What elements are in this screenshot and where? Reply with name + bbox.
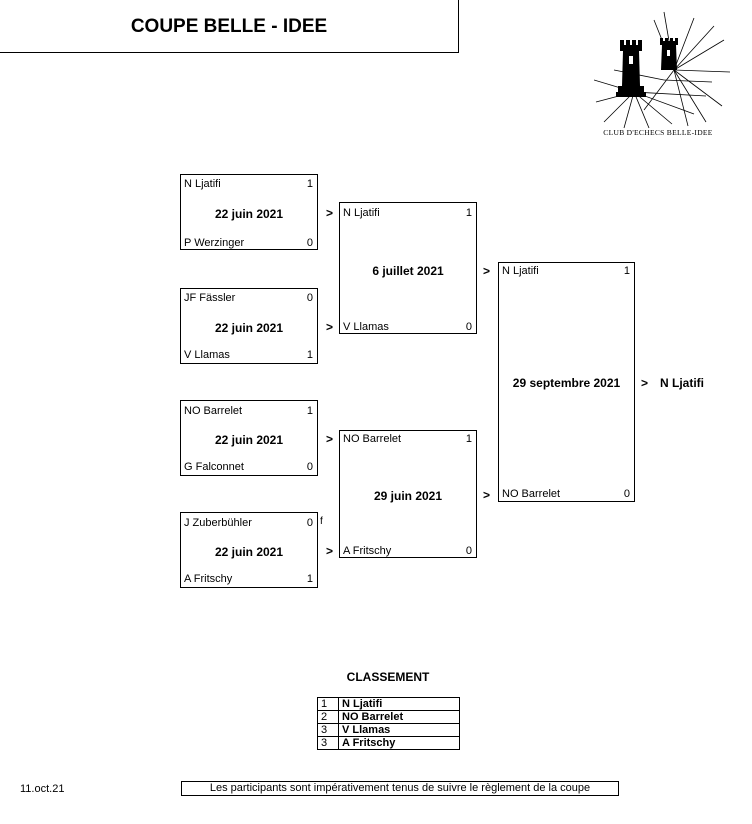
match-r2-2: NO Barrelet 1 29 juin 2021 A Fritschy 0	[339, 430, 477, 558]
match-date: 29 septembre 2021	[512, 376, 621, 390]
name-cell: N Ljatifi	[338, 697, 460, 711]
player-name: V Llamas	[184, 349, 230, 361]
ranking-table: 1 N Ljatifi 2 NO Barrelet 3 V Llamas 3 A…	[317, 697, 460, 750]
bracket-arrow: >	[483, 264, 491, 278]
page-title: COUPE BELLE - IDEE	[130, 16, 328, 37]
table-row: 3 V Llamas	[317, 723, 460, 737]
title-box	[0, 0, 459, 53]
player-name: N Ljatifi	[502, 265, 539, 277]
player-score: 0	[306, 517, 313, 529]
bracket-arrow: >	[326, 432, 334, 446]
match-date: 6 juillet 2021	[372, 264, 444, 278]
bracket-arrow: >	[641, 376, 649, 390]
club-logo-icon	[594, 11, 731, 129]
match-date: 22 juin 2021	[214, 207, 284, 221]
player-name: P Werzinger	[184, 237, 245, 249]
name-cell: V Llamas	[338, 723, 460, 737]
player-score: 1	[306, 178, 313, 190]
footer-date: 11.oct.21	[20, 783, 65, 795]
match-r1-4: J Zuberbühler 0 22 juin 2021 A Fritschy …	[180, 512, 318, 588]
bracket-arrow: >	[326, 206, 334, 220]
player-name: JF Fässler	[184, 292, 236, 304]
player-name: A Fritschy	[184, 573, 233, 585]
player-name: NO Barrelet	[184, 405, 243, 417]
match-r1-1: N Ljatifi 1 22 juin 2021 P Werzinger 0	[180, 174, 318, 250]
player-score: 0	[465, 545, 472, 557]
player-score: 0	[623, 488, 630, 500]
name-cell: NO Barrelet	[338, 710, 460, 724]
match-date: 29 juin 2021	[373, 489, 443, 503]
match-r1-2: JF Fässler 0 22 juin 2021 V Llamas 1	[180, 288, 318, 364]
player-name: N Ljatifi	[343, 207, 380, 219]
player-score: 0	[306, 461, 313, 473]
logo-text: CLUB D'ECHECS BELLE-IDEE	[603, 128, 713, 137]
player-score: 0	[306, 292, 313, 304]
name-cell: A Fritschy	[338, 736, 460, 750]
player-score: 0	[465, 321, 472, 333]
rank-cell: 3	[317, 736, 339, 750]
player-name: J Zuberbühler	[184, 517, 252, 529]
rank-cell: 1	[317, 697, 339, 711]
table-row: 3 A Fritschy	[317, 736, 460, 750]
match-r2-1: N Ljatifi 1 6 juillet 2021 V Llamas 0	[339, 202, 477, 334]
footer-notice: Les participants sont impérativement ten…	[181, 781, 619, 796]
match-final: N Ljatifi 1 29 septembre 2021 NO Barrele…	[498, 262, 635, 502]
bracket-arrow: >	[483, 488, 491, 502]
rank-cell: 3	[317, 723, 339, 737]
player-name: G Falconnet	[184, 461, 244, 473]
player-name: V Llamas	[343, 321, 389, 333]
match-date: 22 juin 2021	[214, 545, 284, 559]
player-score: 1	[623, 265, 630, 277]
player-score: 1	[306, 573, 313, 585]
tournament-winner: N Ljatifi	[660, 376, 704, 390]
match-date: 22 juin 2021	[214, 321, 284, 335]
player-score: 1	[465, 433, 472, 445]
bracket-arrow: >	[326, 320, 334, 334]
player-name: A Fritschy	[343, 545, 392, 557]
player-score: 1	[306, 405, 313, 417]
match-r1-3: NO Barrelet 1 22 juin 2021 G Falconnet 0	[180, 400, 318, 476]
table-row: 1 N Ljatifi	[317, 697, 460, 711]
player-name: NO Barrelet	[502, 488, 561, 500]
rank-cell: 2	[317, 710, 339, 724]
player-score: 0	[306, 237, 313, 249]
player-name: NO Barrelet	[343, 433, 402, 445]
player-name: N Ljatifi	[184, 178, 221, 190]
table-row: 2 NO Barrelet	[317, 710, 460, 724]
ranking-title: CLASSEMENT	[346, 670, 430, 684]
player-score: 1	[465, 207, 472, 219]
forfeit-flag: f	[320, 516, 323, 527]
bracket-arrow: >	[326, 544, 334, 558]
player-score: 1	[306, 349, 313, 361]
match-date: 22 juin 2021	[214, 433, 284, 447]
